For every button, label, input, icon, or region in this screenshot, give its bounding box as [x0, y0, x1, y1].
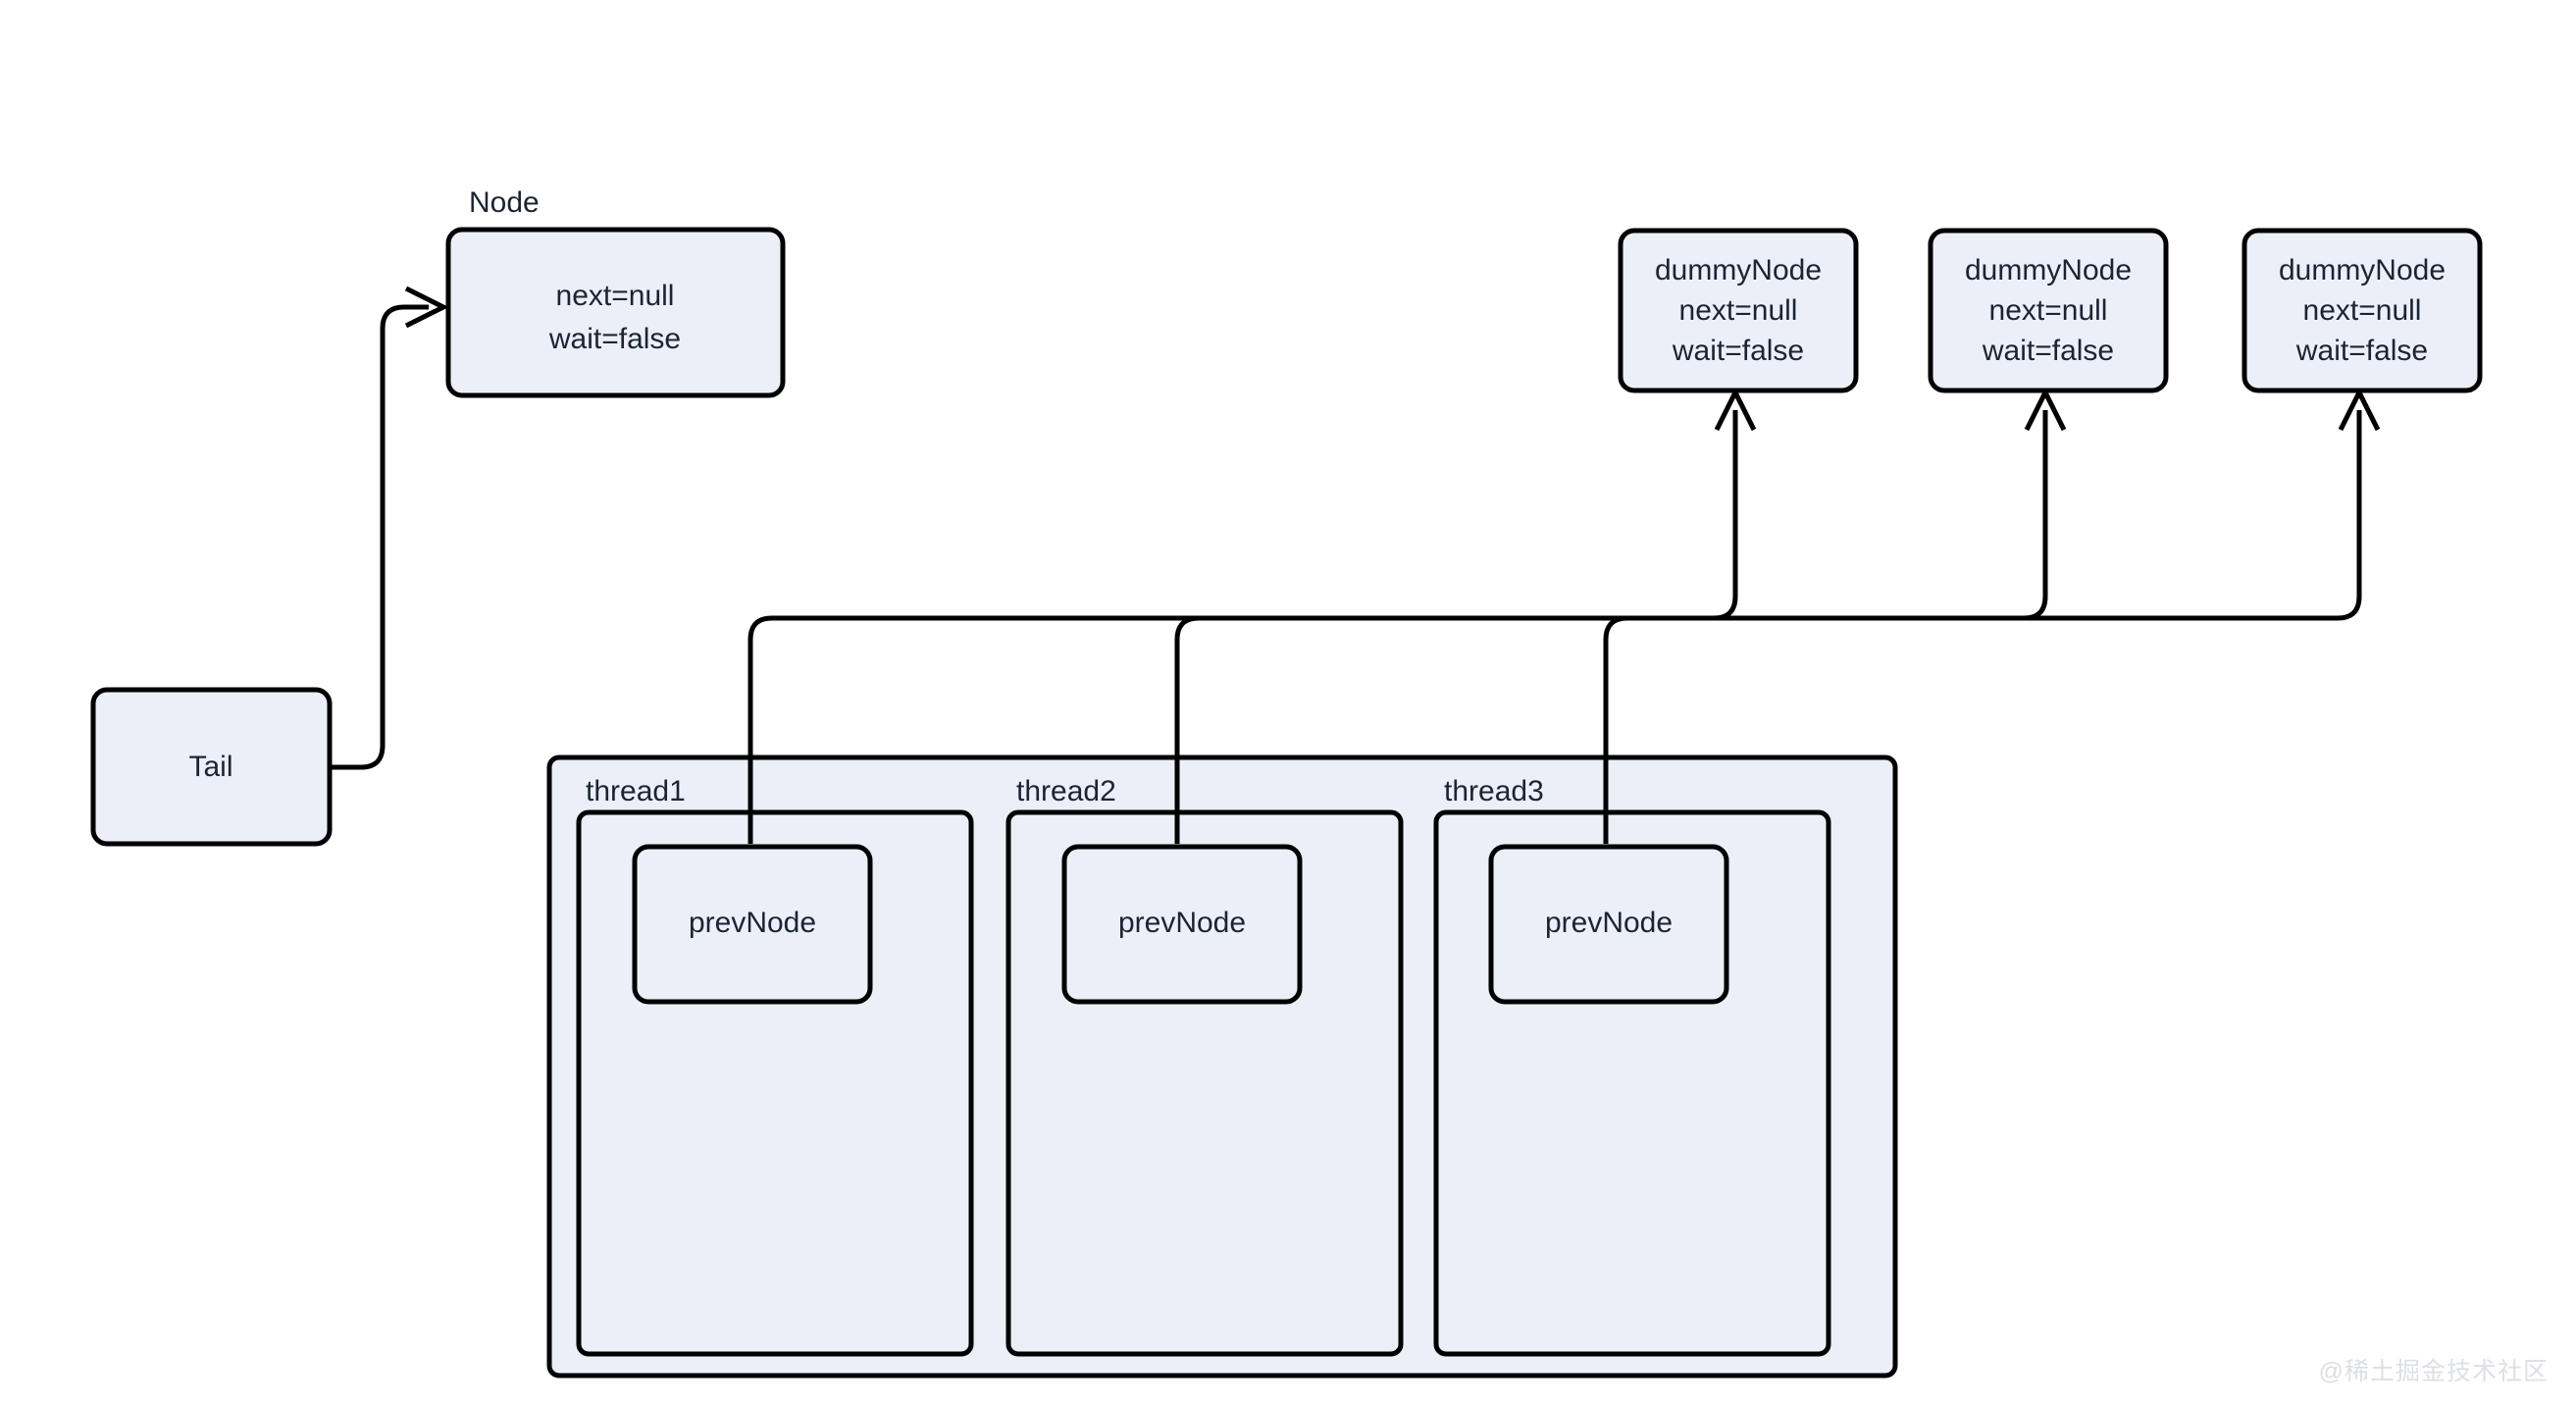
dummy-node-1-line1: dummyNode [1655, 254, 1822, 286]
dummy-node-3-line2: next=null [2303, 294, 2422, 327]
node-box-line2: wait=false [548, 323, 681, 355]
dummy-node-2-line3: wait=false [1982, 335, 2114, 367]
dummy-node-3-line1: dummyNode [2279, 254, 2446, 286]
dummy-node-3[interactable]: dummyNode next=null wait=false [2241, 228, 2483, 393]
connector-overlays [747, 643, 1609, 844]
node-caption: Node [469, 186, 540, 219]
prev-node-thread2-rect[interactable] [1061, 844, 1303, 1005]
arrowhead-node [404, 286, 449, 329]
dummy-node-3-rect[interactable] [2241, 228, 2483, 393]
connector-path-thread3 [1603, 410, 2362, 844]
node-box[interactable]: next=null wait=false [445, 227, 786, 398]
dummy-node-2-line1: dummyNode [1965, 254, 2132, 286]
thread3-caption: thread3 [1444, 775, 1544, 807]
prev-node-thread2-label: prevNode [1118, 907, 1246, 939]
prev-node-thread3[interactable]: prevNode [1488, 844, 1729, 1005]
dummy-node-2[interactable]: dummyNode next=null wait=false [1928, 228, 2169, 393]
tail-box-rect[interactable] [90, 687, 333, 847]
connector-path-thread2 [1174, 410, 2048, 844]
dummy-node-1-line2: next=null [1679, 294, 1798, 327]
connector-tail-to-node [329, 286, 449, 770]
dummy-node-2-line2: next=null [1989, 294, 2108, 327]
prev-node-thread1-rect[interactable] [632, 844, 873, 1005]
tail-box-label: Tail [188, 751, 232, 783]
prev-node-thread1[interactable]: prevNode [632, 844, 873, 1005]
connector-path-tail-node [329, 304, 429, 770]
node-box-line1: next=null [556, 280, 675, 312]
thread-group-thread2[interactable]: thread2 prevNode [1005, 775, 1404, 1357]
tail-box[interactable]: Tail [90, 687, 333, 847]
watermark: @稀土掘金技术社区 [2318, 1358, 2549, 1385]
dummy-node-2-rect[interactable] [1928, 228, 2169, 393]
prev-node-thread3-label: prevNode [1545, 907, 1673, 939]
dummy-node-3-line3: wait=false [2295, 335, 2428, 367]
thread-group-thread3[interactable]: thread3 prevNode [1433, 775, 1831, 1357]
dummy-node-1-rect[interactable] [1618, 228, 1859, 393]
node-box-rect[interactable] [445, 227, 786, 398]
thread-group-thread1[interactable]: thread1 prevNode [576, 775, 974, 1357]
thread1-caption: thread1 [586, 775, 686, 807]
prev-node-thread3-rect[interactable] [1488, 844, 1729, 1005]
prev-node-thread2[interactable]: prevNode [1061, 844, 1303, 1005]
dummy-node-1-line3: wait=false [1672, 335, 1804, 367]
dummy-node-1[interactable]: dummyNode next=null wait=false [1618, 228, 1859, 393]
prev-node-thread1-label: prevNode [689, 907, 816, 939]
thread2-caption: thread2 [1016, 775, 1116, 807]
